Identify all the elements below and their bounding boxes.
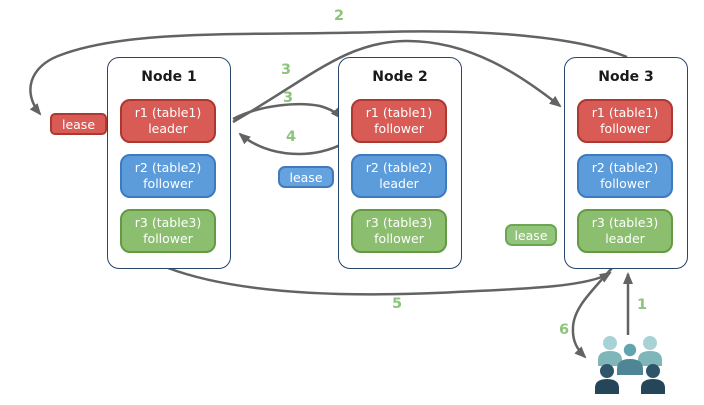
replica-range: r2 (table2) (365, 160, 433, 175)
step-label-1: 1 (636, 297, 648, 313)
node-3-replica-r3: r3 (table3) leader (577, 209, 673, 253)
node-3-replica-r1: r1 (table1) follower (577, 99, 673, 143)
node-1-replica-r2: r2 (table2) follower (120, 154, 216, 198)
step-label-3b: 3 (282, 90, 294, 106)
node-title: Node 3 (598, 69, 654, 85)
node-title: Node 2 (372, 69, 428, 85)
node-3: Node 3 r1 (table1) follower r2 (table2) … (564, 57, 688, 269)
arrow-step-4-node2-to-leader (238, 132, 347, 156)
arrow-step-2-gateway-to-lease (29, 30, 628, 116)
replica-role: follower (143, 231, 193, 246)
replica-role: leader (148, 121, 188, 136)
users-group-icon (595, 336, 665, 394)
arrow-step-3-leader-to-node2 (232, 102, 343, 121)
replica-range: r1 (table1) (134, 105, 202, 120)
replica-role: follower (374, 231, 424, 246)
replica-range: r3 (table3) (365, 215, 433, 230)
step-label-4: 4 (285, 129, 297, 145)
node-2-replica-r3: r3 (table3) follower (351, 209, 447, 253)
arrow-step-5-leader-to-gateway (167, 266, 612, 296)
replica-range: r2 (table2) (591, 160, 659, 175)
lease-badge-r1: lease (50, 113, 107, 135)
lease-badge-r3: lease (505, 224, 557, 246)
node-title: Node 1 (141, 69, 197, 85)
node-1: Node 1 r1 (table1) leader r2 (table2) fo… (107, 57, 231, 269)
node-3-replica-r2: r2 (table2) follower (577, 154, 673, 198)
step-label-5: 5 (391, 296, 403, 312)
replica-role: follower (600, 121, 650, 136)
replica-role: follower (600, 176, 650, 191)
replica-range: r3 (table3) (134, 215, 202, 230)
arrow-step-3-leader-to-node3 (232, 39, 562, 124)
replica-range: r2 (table2) (134, 160, 202, 175)
lease-badge-r2: lease (278, 166, 334, 188)
node-2: Node 2 r1 (table1) follower r2 (table2) … (338, 57, 462, 269)
node-2-replica-r1: r1 (table1) follower (351, 99, 447, 143)
replica-role: follower (143, 176, 193, 191)
replica-role: leader (605, 231, 645, 246)
replica-role: follower (374, 121, 424, 136)
replica-range: r1 (table1) (591, 105, 659, 120)
replica-range: r1 (table1) (365, 105, 433, 120)
node-2-replica-r2: r2 (table2) leader (351, 154, 447, 198)
replica-role: leader (379, 176, 419, 191)
node-1-replica-r3: r3 (table3) follower (120, 209, 216, 253)
step-label-3a: 3 (280, 62, 292, 78)
replica-range: r3 (table3) (591, 215, 659, 230)
step-label-6: 6 (558, 322, 570, 338)
node-1-replica-r1: r1 (table1) leader (120, 99, 216, 143)
arrow-step-6-gateway-to-users (571, 267, 613, 359)
step-label-2: 2 (333, 8, 345, 24)
